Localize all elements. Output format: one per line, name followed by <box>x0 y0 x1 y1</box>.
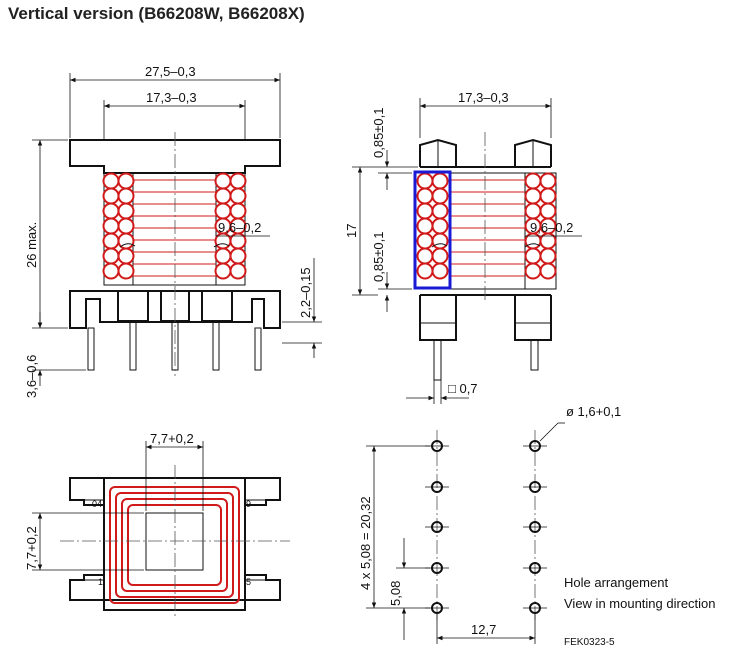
top-bobbin-outline <box>69 477 281 601</box>
pin-label-top-right: 9 <box>246 499 251 509</box>
page-title: Vertical version (B66208W, B66208X) <box>8 4 305 23</box>
dim-hole-row-spacing: 12,7 <box>471 622 496 637</box>
side-view <box>413 132 557 381</box>
hole-dimensions: ø 1,6+0,1 4 x 5,08 = 20,32 5,08 12,7 <box>358 404 621 644</box>
front-view <box>69 132 281 376</box>
dim-hole-total-pitch: 4 x 5,08 = 20,32 <box>358 496 373 590</box>
dim-front-offset: 2,2–0,15 <box>298 267 313 318</box>
dim-side-core-d: 9,6–0,2 <box>530 220 573 235</box>
side-winding-lines <box>451 179 525 277</box>
side-dimensions: 17,3–0,3 0,85±0,1 17 0,85±0,1 9,6–0,2 □ … <box>344 90 582 404</box>
pin-label-bottom-right: 5 <box>246 577 251 587</box>
dim-top-inner-height: 7,7+0,2 <box>24 526 39 570</box>
dim-front-pin-length: 3,6–0,6 <box>24 355 39 398</box>
dim-side-bottom-flange: 0,85±0,1 <box>371 231 386 282</box>
dim-hole-diameter: ø 1,6+0,1 <box>566 404 621 419</box>
dim-top-inner-width: 7,7+0,2 <box>150 431 194 446</box>
top-dimensions: 7,7+0,2 7,7+0,2 <box>24 431 204 571</box>
pin-label-top-left: 04 <box>92 499 102 509</box>
front-wire-left <box>102 172 135 280</box>
front-winding-lines <box>133 179 216 277</box>
dim-front-height: 26 max. <box>24 222 39 268</box>
top-window-frame <box>103 477 246 611</box>
dim-side-width: 17,3–0,3 <box>458 90 509 105</box>
side-pin-left <box>433 339 442 381</box>
side-winding-highlight <box>413 170 452 290</box>
dim-side-pin-square: □ 0,7 <box>448 381 478 396</box>
note-hole-arrangement: Hole arrangement <box>564 575 668 590</box>
front-dimensions: 27,5–0,3 17,3–0,3 26 max. 3,6–0,6 2,2–0,… <box>24 64 322 398</box>
top-view: 04 9 1 5 <box>60 465 290 618</box>
figure-code: FEK0323-5 <box>564 637 615 648</box>
side-wire-right <box>524 172 557 280</box>
top-core-opening <box>145 512 204 571</box>
pin-label-bottom-left: 1 <box>98 577 103 587</box>
dim-hole-pitch: 5,08 <box>388 581 403 606</box>
front-bottom-flange <box>69 290 281 329</box>
top-winding <box>109 486 240 604</box>
dim-front-core-d: 9,6–0,2 <box>218 220 261 235</box>
note-view-direction: View in mounting direction <box>564 596 716 611</box>
dim-side-height: 17 <box>344 224 359 238</box>
dim-side-top-flange: 0,85±0,1 <box>371 107 386 158</box>
side-pin-right <box>530 339 539 371</box>
front-core-section <box>132 172 217 286</box>
dim-front-inner-width: 17,3–0,3 <box>146 90 197 105</box>
front-pins <box>87 321 262 371</box>
side-wire-left <box>416 172 449 280</box>
front-wire-right <box>214 172 247 280</box>
dim-front-width: 27,5–0,3 <box>145 64 196 79</box>
hole-pattern <box>425 430 547 622</box>
